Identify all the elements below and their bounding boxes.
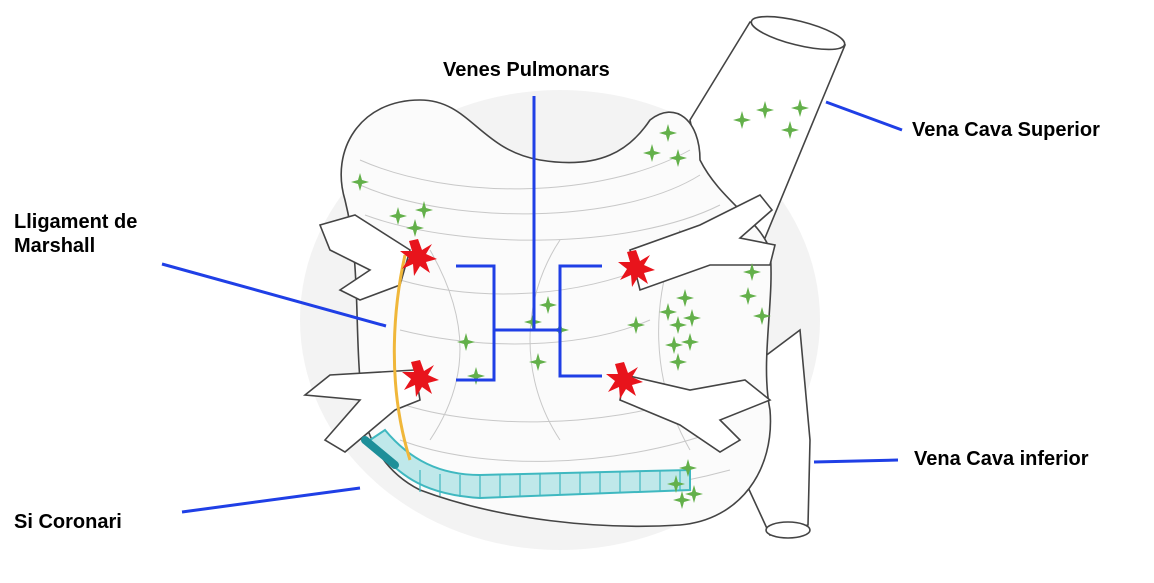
leader-vena-cava-inferior	[814, 460, 898, 462]
leader-vena-cava-superior	[826, 102, 902, 130]
leader-si-coronari	[182, 488, 360, 512]
